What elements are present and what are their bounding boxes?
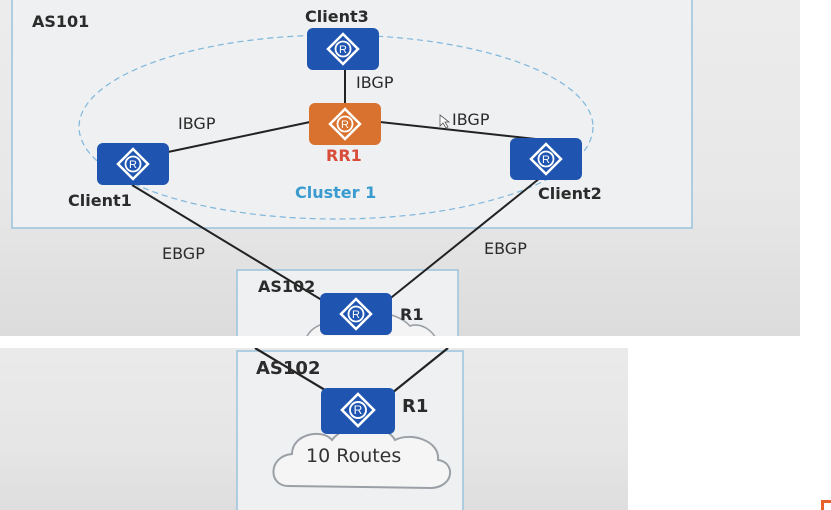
routes-label: 10 Routes: [306, 445, 402, 467]
ebgp-label-left: EBGP: [162, 244, 205, 263]
bottom-diagram-graphics: R: [236, 348, 464, 510]
svg-text:R: R: [341, 119, 349, 131]
router-icon: R: [510, 138, 582, 180]
link-rr1-client2: [379, 121, 546, 141]
router-icon: R: [97, 143, 169, 185]
svg-text:R: R: [352, 309, 360, 321]
ebgp-label-right: EBGP: [484, 239, 527, 258]
cluster-boundary: [78, 34, 594, 220]
router-icon: R: [321, 388, 395, 434]
top-diagram-panel: R R R R R A: [0, 0, 800, 336]
svg-text:R: R: [129, 159, 137, 171]
cursor-icon: [439, 114, 451, 129]
link-client1-rr1: [167, 121, 311, 153]
link-to-r1-right: [391, 348, 449, 394]
r1-label: R1: [400, 305, 424, 324]
router-icon: R: [320, 293, 392, 335]
client3-label: Client3: [305, 7, 369, 26]
client2-label: Client2: [538, 184, 602, 203]
rr1-label: RR1: [326, 146, 362, 165]
as102-label: AS102: [258, 277, 316, 296]
route-reflector-icon: R: [309, 103, 381, 145]
top-diagram-graphics: R R R R R: [11, 0, 693, 336]
ibgp-label-mid: IBGP: [356, 73, 394, 92]
client1-label: Client1: [68, 191, 132, 210]
as101-label: AS101: [32, 12, 90, 31]
corner-logo-fragment: [821, 500, 831, 510]
router-icon: R: [307, 28, 379, 70]
link-client2-r1: [381, 177, 541, 306]
ibgp-label-right: IBGP: [452, 110, 490, 129]
link-to-r1-left: [254, 348, 331, 394]
svg-text:R: R: [354, 403, 363, 417]
as102-label: AS102: [256, 358, 321, 379]
svg-text:R: R: [339, 44, 347, 56]
cluster-label: Cluster 1: [295, 183, 377, 202]
r1-label: R1: [402, 396, 429, 417]
ibgp-label-left: IBGP: [178, 114, 216, 133]
bottom-diagram-panel: R AS102 R1 10 Routes: [0, 348, 628, 510]
panel-gap: [0, 336, 831, 348]
link-client1-r1: [131, 184, 331, 306]
svg-text:R: R: [542, 154, 550, 166]
